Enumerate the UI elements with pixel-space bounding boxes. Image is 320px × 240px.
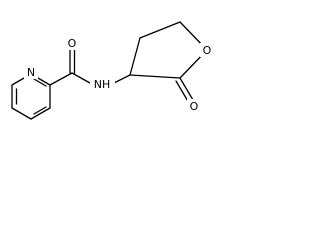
amide-nitrogen-label: NH — [94, 78, 111, 91]
atom-labels: O N NH O O — [24, 36, 214, 113]
carbonyl-oxygen-label: O — [190, 100, 199, 113]
amide-oxygen-label: O — [68, 37, 77, 50]
bond-lac-c2-o-2 — [175, 80, 190, 104]
ring-oxygen-label: O — [203, 44, 212, 57]
amide-linker — [49, 47, 131, 86]
lactone-ring — [129, 21, 208, 104]
bond-lac-c2-c3 — [129, 74, 181, 79]
bond-lac-c3-c4 — [129, 37, 141, 76]
bond-n-to-lactone-c3 — [113, 74, 131, 84]
bond-ring-to-carbonyl — [49, 72, 73, 86]
bond-pyr-c5-c4 — [11, 107, 32, 120]
chemical-structure: O N NH O O — [11, 21, 214, 120]
bond-pyr-double-2 — [33, 106, 47, 115]
bond-pyr-double-3 — [33, 78, 47, 87]
bond-pyr-c4-c3 — [30, 107, 51, 120]
bond-lac-c2-o-1 — [179, 77, 194, 101]
bond-lac-c4-c5 — [139, 21, 181, 39]
pyridine-nitrogen-label: N — [27, 66, 35, 79]
bond-carbonyl-to-n — [71, 72, 91, 84]
pyridine-ring — [11, 73, 51, 120]
